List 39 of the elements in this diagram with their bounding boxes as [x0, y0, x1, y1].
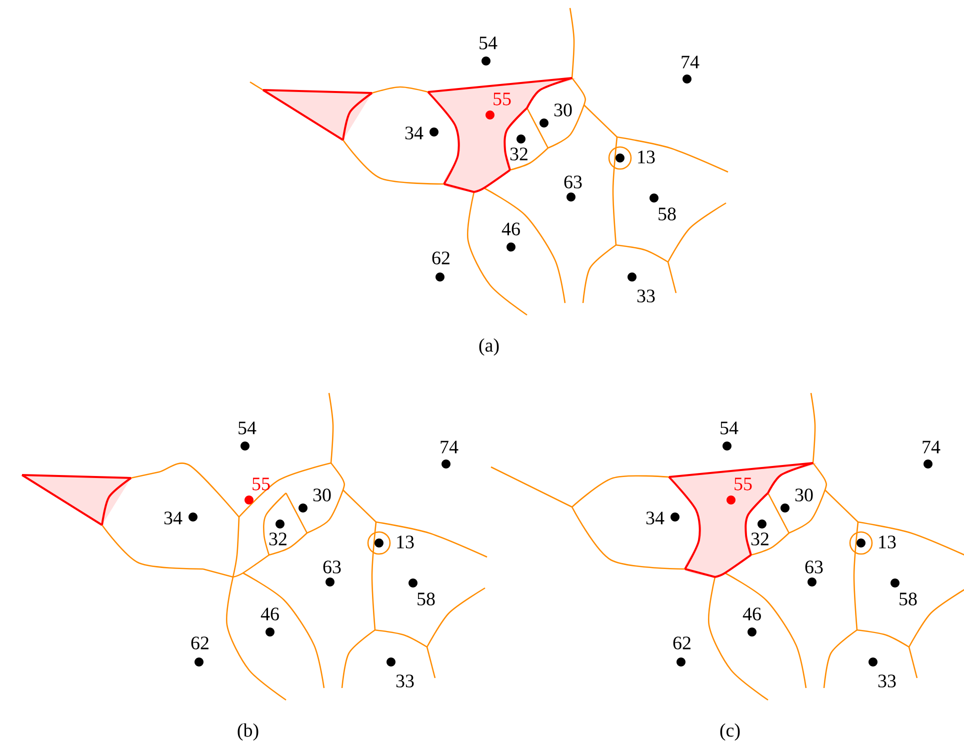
point-label: 63 [805, 560, 823, 574]
point-label: 32 [510, 148, 528, 160]
point-label: 30 [795, 488, 813, 502]
point-label: 58 [418, 592, 435, 606]
point-label: 63 [564, 176, 582, 188]
point-label: 74 [922, 440, 940, 454]
point-label: 33 [396, 674, 414, 688]
point-label: 33 [878, 674, 896, 688]
point-label: 74 [682, 56, 700, 68]
point-label: 62 [191, 636, 208, 650]
point-label: 58 [658, 208, 676, 220]
point-label: 30 [313, 488, 331, 502]
panel-caption: (b) [238, 723, 258, 741]
point-label: 46 [502, 222, 520, 236]
point-label: 55 [494, 92, 511, 106]
point-label: 62 [432, 252, 450, 264]
point-label: 54 [720, 422, 738, 434]
point-label: 33 [637, 290, 655, 302]
point-label: 62 [673, 636, 690, 650]
point-label: 46 [260, 608, 279, 620]
point-label: 13 [879, 536, 896, 548]
panel-caption: (c) [720, 723, 740, 741]
point-label: 55 [734, 478, 752, 490]
point-label: 46 [742, 608, 761, 620]
point-label: 58 [900, 592, 917, 606]
point-label: 34 [646, 512, 664, 524]
point-label: 13 [397, 536, 414, 548]
point-label: 54 [480, 36, 498, 50]
point-label: 74 [440, 440, 458, 454]
point-label: 13 [638, 150, 655, 164]
point-label: 32 [751, 532, 768, 546]
point-label: 54 [238, 422, 256, 434]
point-label: 34 [405, 126, 424, 140]
point-label: 32 [269, 532, 286, 546]
point-label: 55 [252, 478, 270, 490]
point-label: 34 [164, 512, 182, 524]
point-label: 30 [554, 104, 572, 116]
panel-caption: (a) [479, 338, 499, 356]
point-label: 63 [323, 560, 341, 574]
